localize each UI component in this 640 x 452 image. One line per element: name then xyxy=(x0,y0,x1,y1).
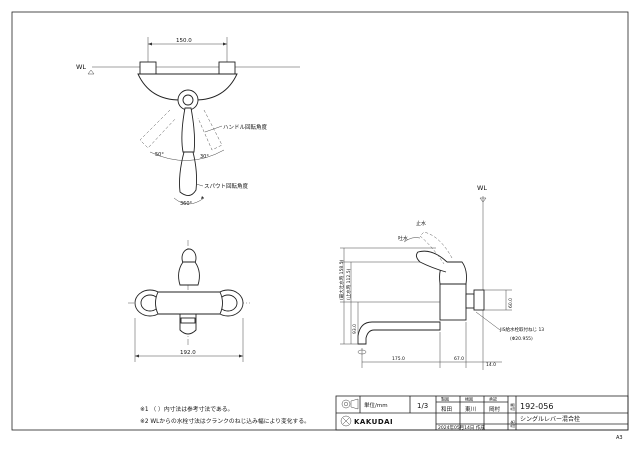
product-number: 192-056 xyxy=(520,402,553,411)
drawing-frame xyxy=(11,11,629,431)
name-label: 品名 xyxy=(509,420,515,428)
note-2: ※2 WLからの水栓寸法はクランクのねじ込み幅により変化する。 xyxy=(140,417,310,425)
wl-marker-icon xyxy=(87,69,95,75)
drawn-by: 和田 xyxy=(441,405,452,413)
scale-value: 1/3 xyxy=(417,402,428,410)
title-block: 単位/mm 1/3 製図 検図 承認 和田 東川 岡村 品番 192-056 品… xyxy=(335,396,629,431)
checked-by: 東川 xyxy=(465,405,476,413)
dim-14: 14.0 xyxy=(486,362,496,368)
dim-h2: (止水時 112.5) xyxy=(345,268,352,300)
lever-closed xyxy=(415,250,448,273)
angle-right: 30° xyxy=(200,154,209,160)
approved-by: 岡村 xyxy=(489,405,501,413)
dim-67: 67.0 xyxy=(454,356,464,362)
bottom-view: 192.0 xyxy=(128,240,250,362)
angle-left: 50° xyxy=(155,152,164,158)
side-view: WL 止水 吐水 (最大吐水時 158.5) (止水時 112.5) 93.0 xyxy=(338,184,544,370)
header-approved: 承認 xyxy=(489,396,497,402)
spout-rotation-label: スパウト回転角度 xyxy=(204,182,249,190)
created-date: 2024年05月14日 作成 xyxy=(438,424,485,431)
number-label: 品番 xyxy=(509,403,515,411)
note-1: ※1 （ ）内寸法は参考寸法である。 xyxy=(140,405,233,413)
spout-front xyxy=(179,151,198,196)
projection-icon xyxy=(341,399,351,409)
dim-width-value: 192.0 xyxy=(180,350,196,356)
thread-label: JIS給水栓取付ねじ 13 xyxy=(499,326,544,333)
wl-label-side: WL xyxy=(477,184,487,192)
scale-label: 単位/mm xyxy=(364,401,388,409)
dim-d1: 60.0 xyxy=(508,298,514,308)
brand-logo: KAKUDAI xyxy=(354,418,393,426)
dim-h1: (最大吐水時 158.5) xyxy=(338,259,345,300)
dim-h3: 93.0 xyxy=(352,324,358,334)
rotation-arrow-icon xyxy=(201,196,204,199)
kakudai-logo-icon xyxy=(340,415,352,427)
front-view: WL 150.0 50° 30° ハンドル回転角度 スパウト回転角度 3 xyxy=(76,37,300,207)
wl-label-front: WL xyxy=(76,63,86,71)
handle-front xyxy=(181,107,196,153)
open-label: 吐水 xyxy=(398,235,408,242)
spout-angle: 360° xyxy=(180,201,193,207)
product-name: シングルレバー混合栓 xyxy=(520,415,580,423)
dim-top-value: 150.0 xyxy=(176,38,192,44)
dim-length: 175.0 xyxy=(392,356,405,362)
header-drawn: 製図 xyxy=(441,396,449,402)
header-checked: 検図 xyxy=(465,396,473,402)
spout-side xyxy=(357,321,441,345)
handle-rotation-label: ハンドル回転角度 xyxy=(223,123,268,131)
close-label: 止水 xyxy=(416,220,426,227)
pipe-label: (Φ20.955) xyxy=(510,336,533,342)
sheet-size: A3 xyxy=(616,435,623,441)
